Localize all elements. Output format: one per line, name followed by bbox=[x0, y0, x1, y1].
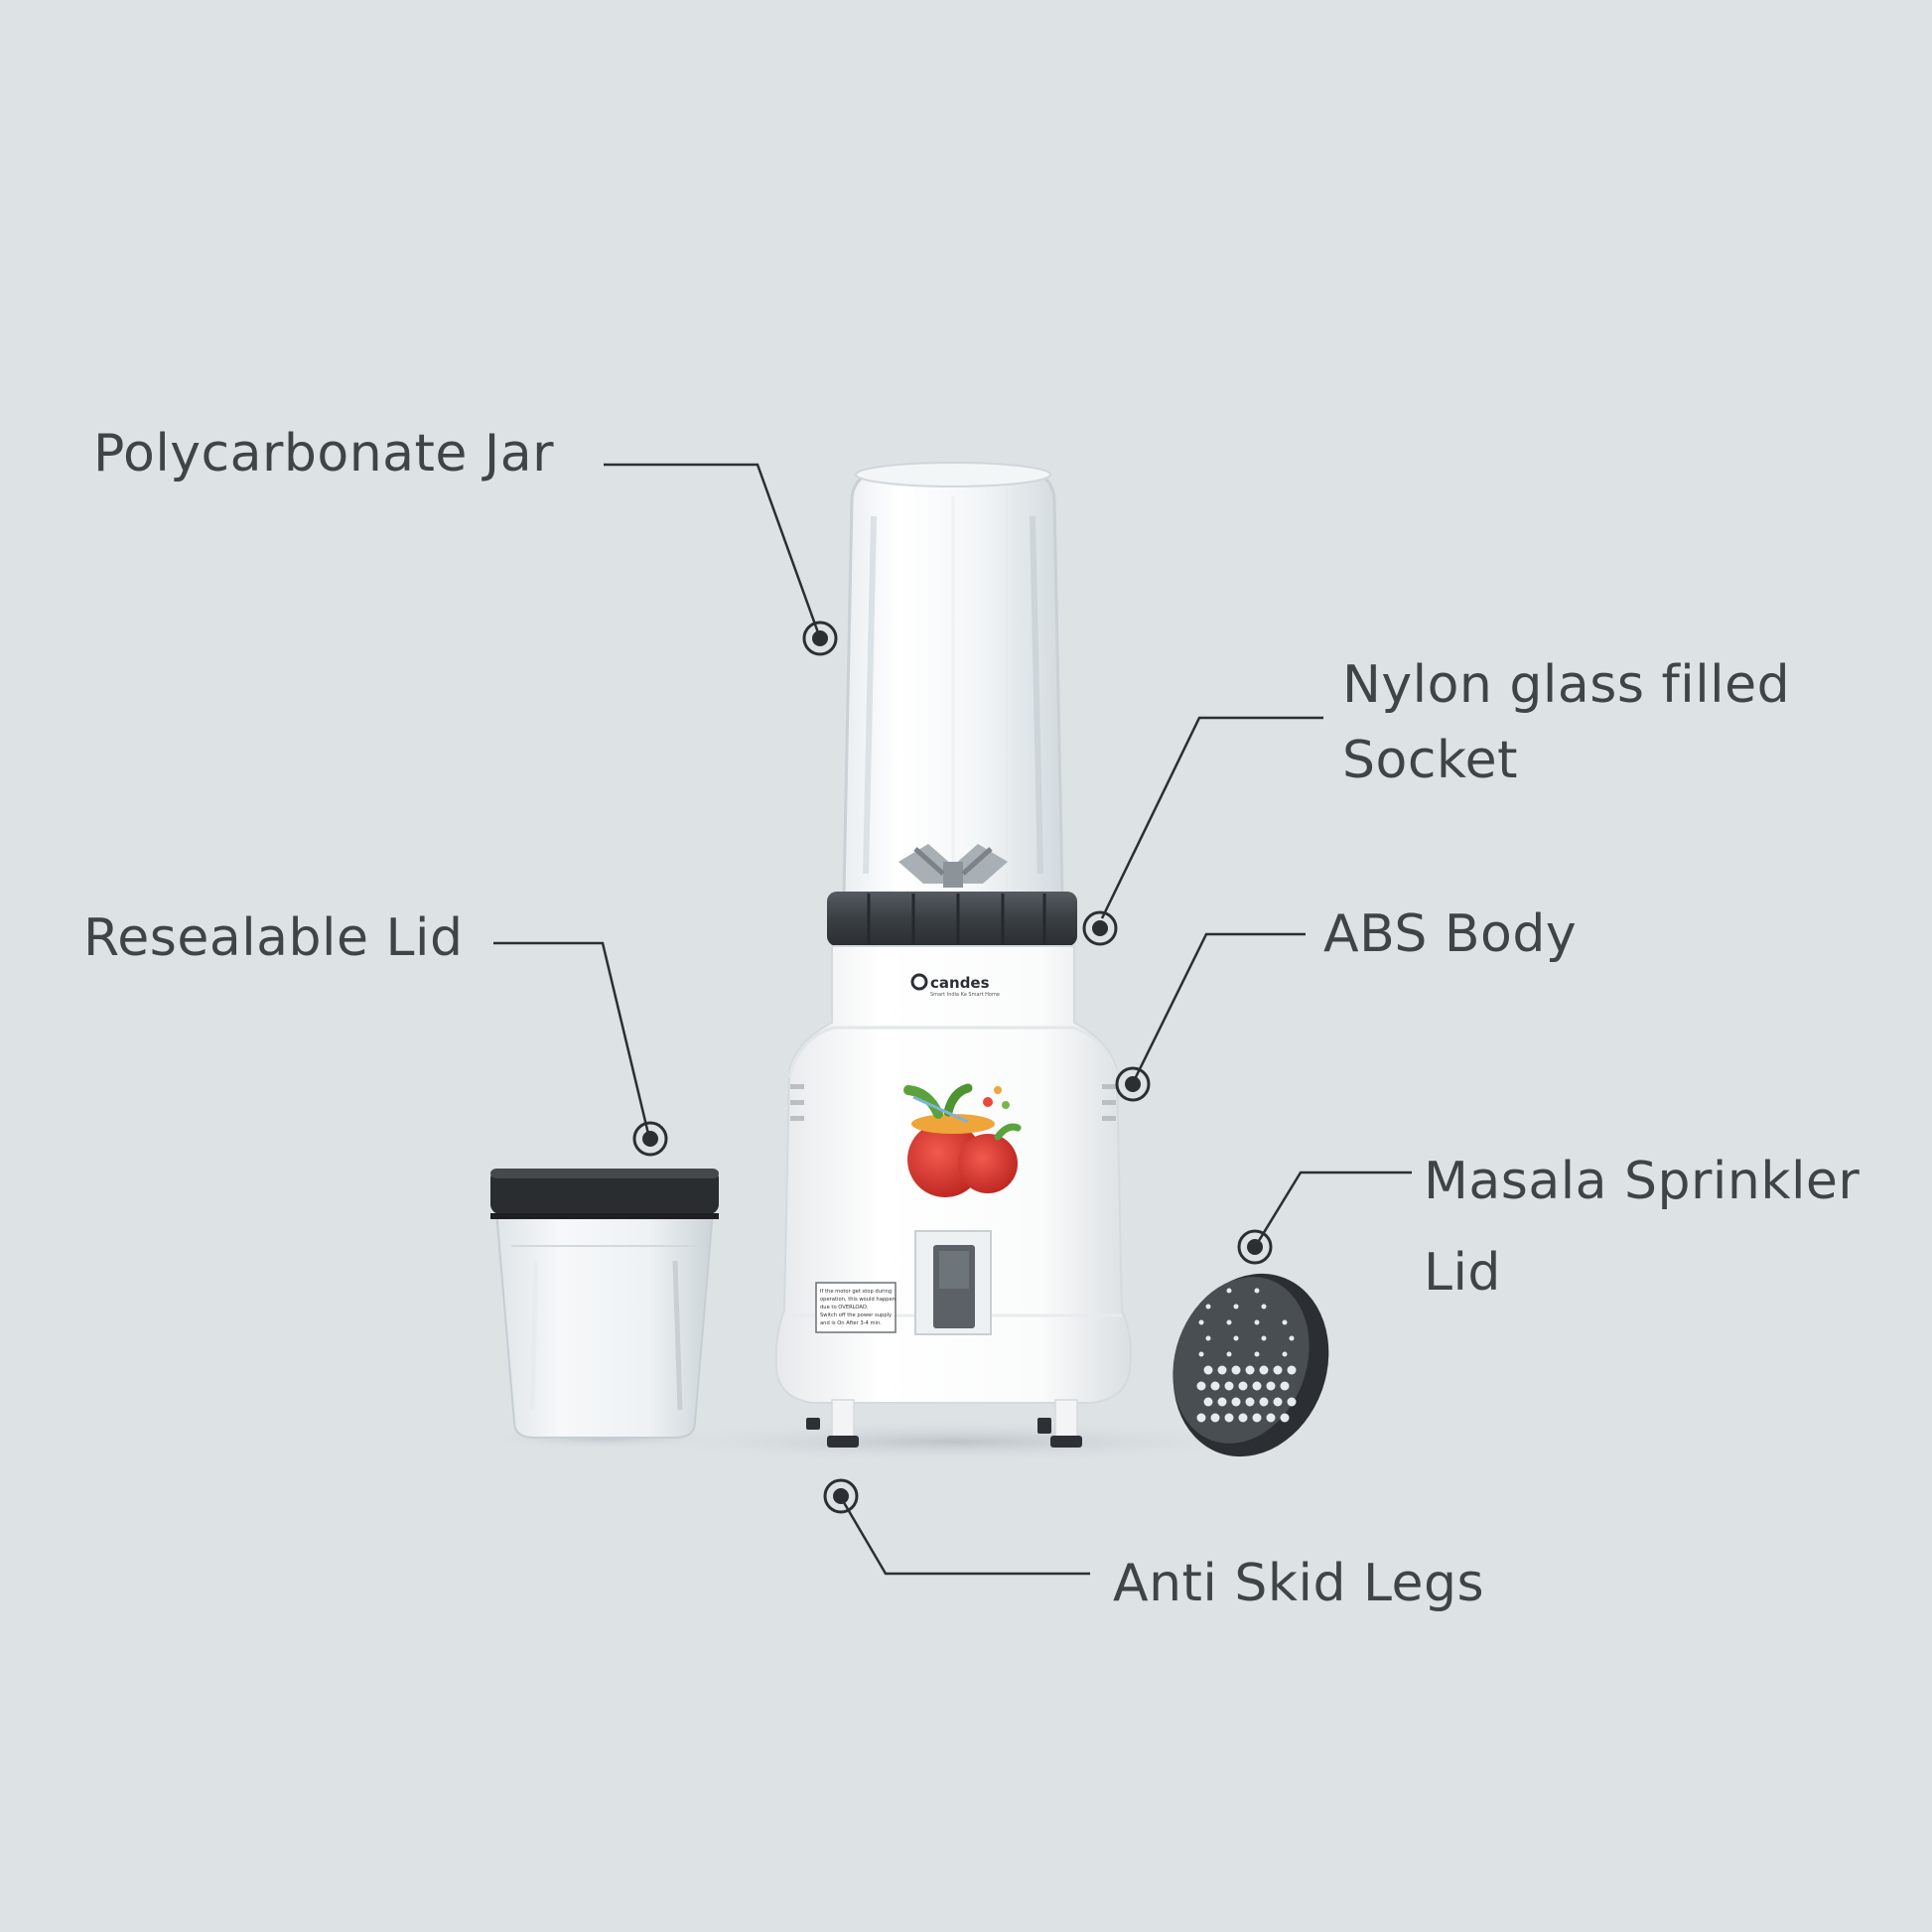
brand-logo: candes Smart India Ka Smart Home bbox=[910, 973, 1000, 998]
leader-line-legs bbox=[840, 1498, 1090, 1576]
nylon-socket-ring bbox=[827, 892, 1077, 946]
label-line: Masala Sprinkler bbox=[1424, 1152, 1861, 1211]
marker-reseal bbox=[632, 1121, 668, 1157]
marker-masala bbox=[1237, 1229, 1273, 1265]
sprinkler-holes bbox=[1196, 1288, 1297, 1423]
marker-socket bbox=[1082, 910, 1118, 946]
label-line: Nylon glass filled bbox=[1342, 655, 1791, 715]
resealable-lid bbox=[490, 1169, 719, 1219]
svg-text:If the motor get stop during: If the motor get stop during operation, … bbox=[820, 1289, 897, 1326]
label-line: Resealable Lid bbox=[83, 908, 464, 968]
leader-line-masala bbox=[1255, 1171, 1412, 1245]
brand-tagline: Smart India Ka Smart Home bbox=[930, 992, 1000, 998]
warning-label: If the motor get stop during operation, … bbox=[815, 1282, 897, 1333]
fruit-graphic bbox=[903, 1083, 1022, 1197]
resealable-cup bbox=[494, 1210, 715, 1439]
label-anti-skid-legs: Anti Skid Legs bbox=[1113, 1547, 1484, 1621]
label-line: Polycarbonate Jar bbox=[93, 424, 555, 483]
label-abs-body: ABS Body bbox=[1323, 897, 1577, 972]
warning-line-2: operation, this would happen bbox=[820, 1297, 896, 1303]
label-line: Lid bbox=[1424, 1243, 1501, 1303]
masala-sprinkler-lid bbox=[1173, 1273, 1329, 1457]
label-nylon-socket: Nylon glass filled Socket bbox=[1342, 647, 1790, 798]
label-line: ABS Body bbox=[1323, 904, 1578, 964]
ground-shadow bbox=[625, 1420, 1281, 1463]
warning-line-3: due to OVERLOAD. bbox=[820, 1305, 869, 1311]
warning-line-5: and is On After 3-4 min. bbox=[820, 1320, 882, 1326]
leader-line-jar bbox=[604, 463, 821, 636]
blade-assembly bbox=[898, 844, 1008, 888]
power-switch bbox=[914, 1230, 992, 1335]
callout-markers bbox=[632, 621, 1273, 1514]
anti-skid-legs bbox=[806, 1399, 1082, 1448]
leader-line-reseal bbox=[493, 941, 650, 1135]
marker-jar bbox=[802, 621, 838, 656]
label-masala-sprinkler-lid: Masala Sprinkler Lid bbox=[1424, 1136, 1860, 1318]
label-line: Anti Skid Legs bbox=[1113, 1554, 1485, 1613]
leader-line-socket bbox=[1100, 716, 1323, 919]
marker-legs bbox=[823, 1478, 859, 1514]
warning-line-1: If the motor get stop during bbox=[820, 1289, 892, 1295]
leader-lines bbox=[493, 463, 1412, 1576]
label-resealable-lid: Resealable Lid bbox=[83, 901, 463, 976]
warning-line-4: Switch off the power supply bbox=[820, 1312, 892, 1318]
polycarbonate-jar bbox=[842, 462, 1064, 896]
label-line: Socket bbox=[1342, 731, 1519, 790]
leader-line-abs bbox=[1133, 932, 1306, 1080]
marker-abs bbox=[1115, 1066, 1151, 1102]
label-polycarbonate-jar: Polycarbonate Jar bbox=[93, 417, 554, 491]
brand-name: candes bbox=[930, 974, 990, 992]
